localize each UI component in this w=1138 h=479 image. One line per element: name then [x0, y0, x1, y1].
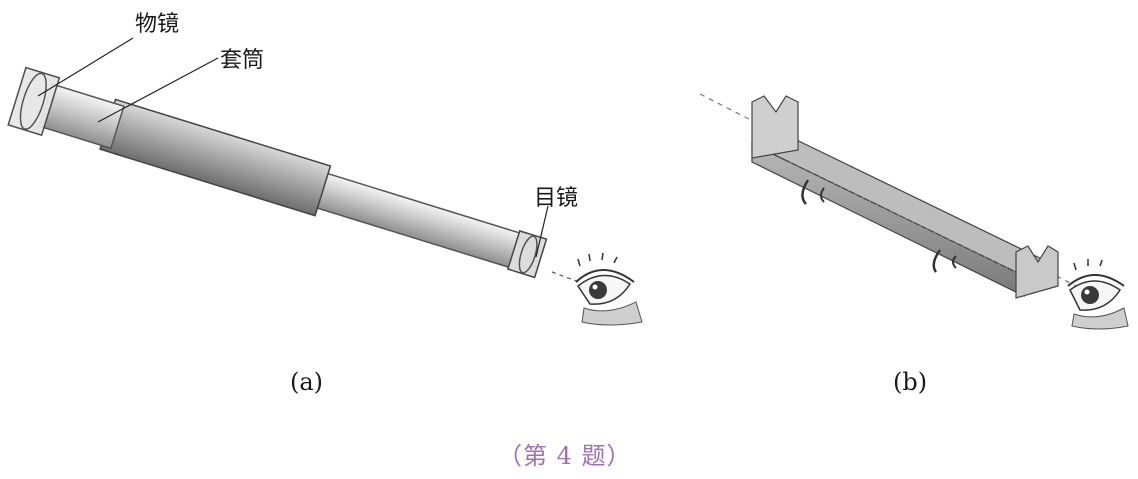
- bench-hook-right-2: [952, 255, 957, 269]
- subfigure-label-b: (b): [893, 368, 928, 396]
- eye-icon-b: [1067, 259, 1129, 330]
- bench-hook-left-2: [820, 187, 825, 203]
- objective-lens: [19, 72, 47, 130]
- eye-icon: [575, 252, 643, 326]
- bench-right-support: [1015, 245, 1059, 299]
- eyepiece-lens: [518, 235, 538, 274]
- bench-rail-top: [750, 129, 1050, 277]
- bench-hook-right: [932, 249, 942, 273]
- leader-line-eyepiece: [535, 205, 549, 258]
- bench-scale: [789, 161, 1021, 275]
- telescope: [7, 66, 548, 279]
- label-objective: 物镜: [135, 12, 180, 37]
- optical-bench: [699, 93, 1079, 299]
- bench-left-support: [751, 95, 799, 159]
- label-tube: 套筒: [220, 48, 265, 73]
- figure-caption: （第 4 题）: [498, 442, 632, 470]
- bench-rail-side: [751, 143, 1025, 297]
- leader-line-tube: [97, 57, 219, 123]
- bench-hook-left: [801, 179, 810, 205]
- subfigure-label-a: (a): [290, 368, 324, 396]
- label-eyepiece: 目镜: [534, 186, 579, 211]
- eyepiece-tube: [311, 171, 525, 270]
- leader-line-objective: [37, 37, 134, 97]
- sleeve-tube: [99, 98, 332, 217]
